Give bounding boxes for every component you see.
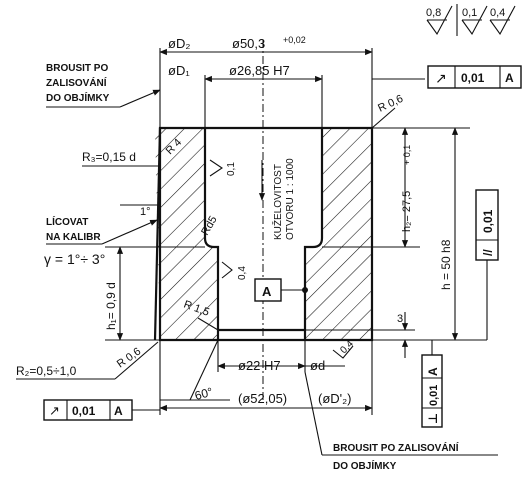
parallel-value: 0,01 <box>481 209 495 233</box>
dim-three: 3 <box>397 313 403 325</box>
roughness-r1: 0,8 <box>426 7 441 19</box>
bottom-dimension-lines <box>159 339 373 415</box>
roughness-symbols <box>426 4 516 36</box>
dim-small-d: ød <box>310 358 325 373</box>
dim-h2: h₂= 27,5 <box>401 191 413 232</box>
r15-leader <box>197 317 219 331</box>
dim-d2: øD₂ <box>168 36 190 51</box>
r06-top-leader <box>371 107 396 129</box>
perpendicular-box <box>421 340 443 428</box>
runout-box-top <box>427 65 522 89</box>
runout-box-bottom <box>43 399 160 421</box>
angle-1: 1° <box>140 206 151 218</box>
runout-top-value: 0,01 <box>461 71 485 85</box>
dim-h2-tol: + 0,1 <box>402 145 412 165</box>
runout-top-symbol: ↗ <box>435 70 447 86</box>
h1-dimension-lines <box>105 246 205 341</box>
perpendicular-value: 0,01 <box>428 385 440 406</box>
radius-r3: R₃=0,15 d <box>82 150 136 164</box>
perpendicular-symbol: ⊥ <box>426 413 440 424</box>
runout-bottom-datum: A <box>114 404 123 418</box>
radius-r2: R₂=0,5÷1,0 <box>16 364 77 378</box>
perpendicular-datum: A <box>426 367 440 376</box>
datum-a: A <box>262 284 272 299</box>
dim-outer: ø50,3 <box>232 36 265 51</box>
runout-bottom-symbol: ↗ <box>49 403 60 418</box>
dim-h: h = 50 h8 <box>439 239 453 290</box>
calibrate-leader <box>101 219 158 245</box>
grind-top-line2: ZALISOVÁNÍ <box>46 76 107 89</box>
dim-h1: h₁= 0,9 d <box>104 282 118 330</box>
grind-top-line1: BROUSIT PO <box>46 63 108 74</box>
parallel-box <box>470 189 499 341</box>
dim-d2-prime: (øD'₂) <box>318 391 352 406</box>
parallel-symbol: // <box>481 249 495 256</box>
runout-bottom-value: 0,01 <box>72 404 96 418</box>
grind-top-leader <box>119 89 161 108</box>
calibrate-line2: NA KALIBR <box>46 232 101 243</box>
datum-dot <box>302 287 308 293</box>
angle-60: 60° <box>193 385 214 403</box>
r2-leader <box>114 341 159 380</box>
dim-bore: ø26,85 H7 <box>229 63 290 78</box>
dim-outer-tol: +0,02 <box>283 35 306 45</box>
grind-bottom-line1: BROUSIT PO ZALISOVÁNÍ <box>333 441 459 454</box>
right-dimension-lines <box>305 127 470 358</box>
dim-bottom-bore: ø22 H7 <box>238 358 281 373</box>
grind-bottom-line2: DO OBJÍMKY <box>333 459 397 472</box>
gamma-note: γ = 1°÷ 3° <box>44 251 105 267</box>
runout-top-datum: A <box>505 71 514 85</box>
calibrate-line1: LÍCOVAT <box>46 215 88 228</box>
grind-top-line3: DO OBJÍMKY <box>46 91 110 104</box>
top-dimension-lines <box>159 48 425 128</box>
taper-line1: KUŽELOVITOST <box>271 164 284 240</box>
dim-52: (ø52,05) <box>238 391 287 406</box>
dim-d1: øD₁ <box>168 63 190 78</box>
roughness-r3: 0,4 <box>490 7 505 19</box>
surface-04a: 0,4 <box>237 266 248 280</box>
roughness-r2: 0,1 <box>462 7 477 19</box>
section-hatching <box>155 128 372 340</box>
surface-01: 0,1 <box>226 162 237 176</box>
grind-bottom-leader <box>304 371 323 456</box>
surface-marks <box>209 159 354 359</box>
taper-line2: OTVORU 1 : 1000 <box>285 158 296 240</box>
